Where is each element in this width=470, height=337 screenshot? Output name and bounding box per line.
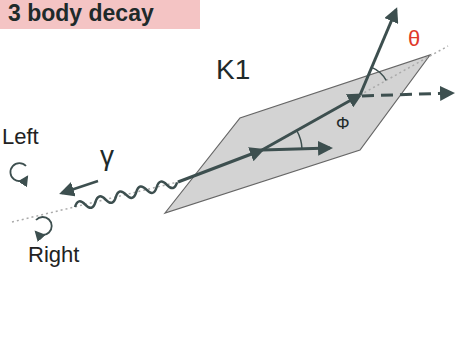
- daughter-arrow: [262, 95, 360, 150]
- decay-arrow: [360, 10, 396, 95]
- left-helicity: [10, 163, 27, 181]
- decay-arrow: [362, 93, 452, 96]
- decay-plane: [165, 55, 430, 213]
- angle-label: Φ: [336, 114, 350, 134]
- angle-label: θ: [408, 26, 420, 51]
- k1-arrow: [178, 150, 262, 182]
- helicity-label: Left: [2, 124, 39, 149]
- phi-arc: [297, 131, 302, 149]
- photon-arrow: [62, 181, 98, 193]
- right-helicity: [36, 217, 52, 235]
- daughter-arrow: [262, 148, 330, 150]
- title-text: 3 body decay: [8, 0, 154, 26]
- theta-arc: [372, 67, 387, 80]
- particle-label: γ: [100, 140, 114, 172]
- particle-label: K1: [216, 54, 250, 86]
- axis-line: [360, 46, 448, 95]
- helicity-label: Right: [28, 242, 79, 267]
